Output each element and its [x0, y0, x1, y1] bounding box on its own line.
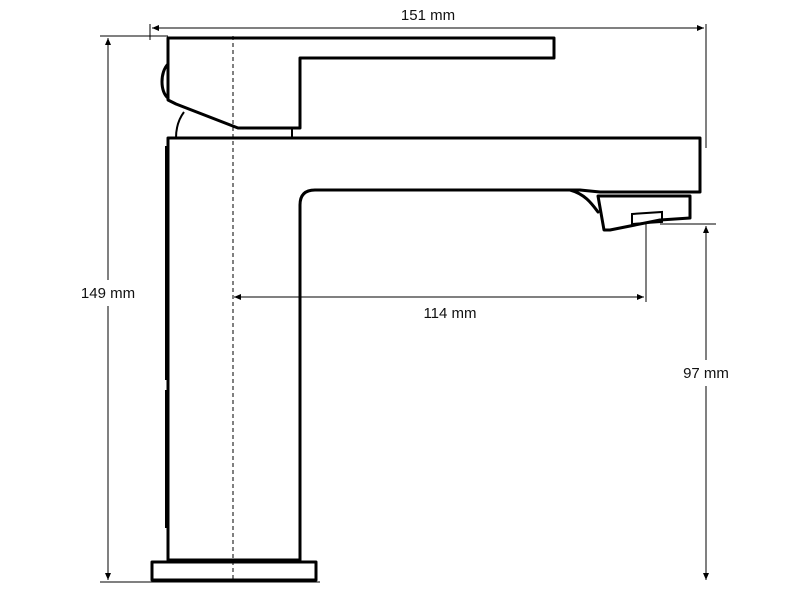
reach-label: 114 mm	[423, 305, 476, 322]
aerator	[596, 194, 692, 232]
width-dimension: 151 mm	[149, 7, 707, 148]
spout-height-label: 97 mm	[683, 365, 729, 382]
faucet-body	[166, 136, 702, 562]
lever-knob	[160, 62, 170, 100]
reach-dimension: 114 mm	[234, 222, 647, 322]
lever-handle	[166, 36, 556, 130]
spout-curve	[568, 188, 600, 214]
base-plate	[150, 560, 318, 582]
width-label: 151 mm	[401, 7, 455, 24]
faucet-outline	[150, 36, 702, 582]
spout-height-dimension: 97 mm	[660, 223, 746, 580]
height-dimension: 149 mm	[68, 35, 320, 583]
height-label: 149 mm	[81, 285, 135, 302]
